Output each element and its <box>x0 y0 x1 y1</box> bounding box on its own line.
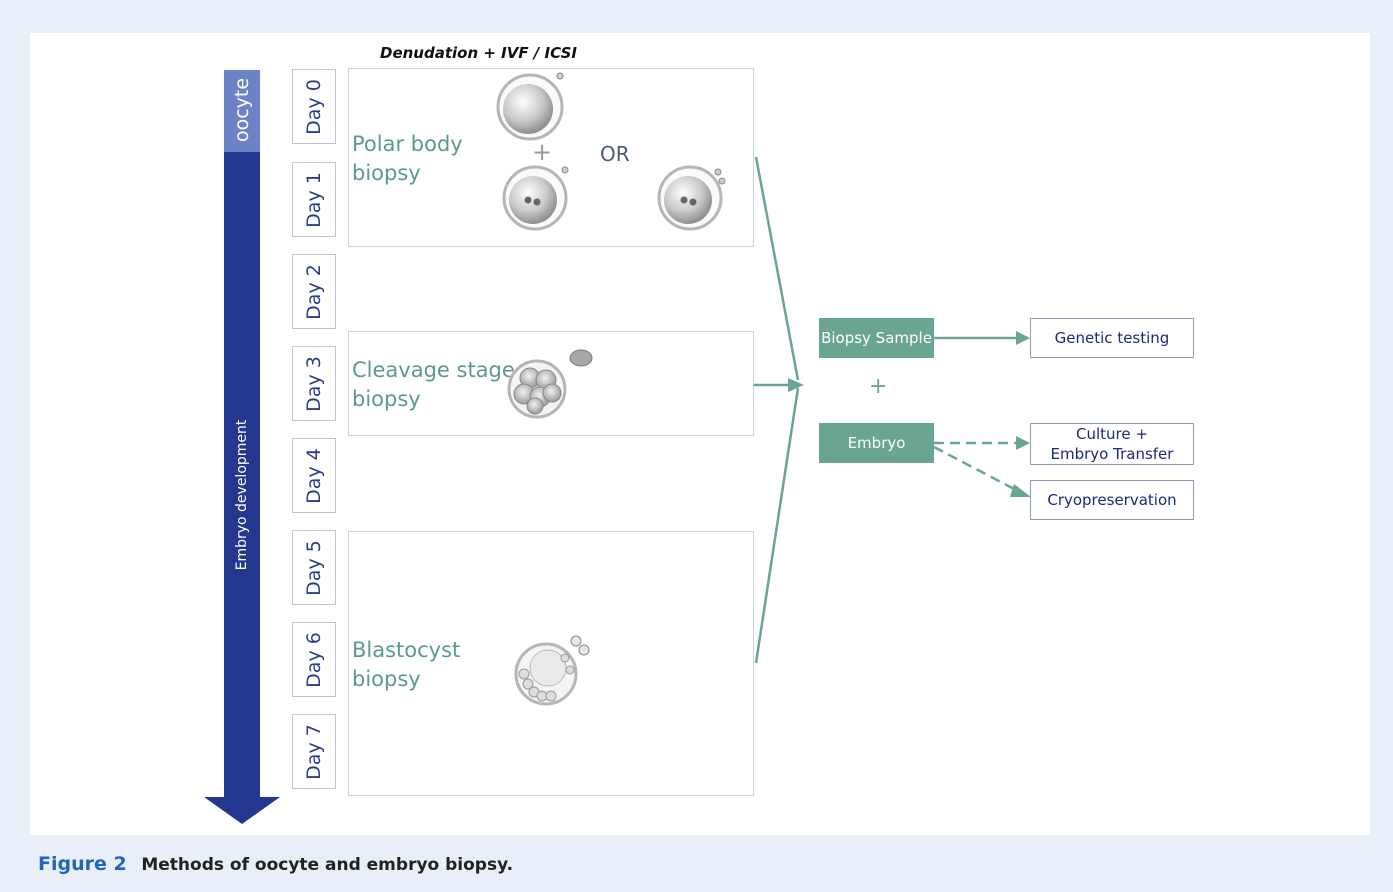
day-1-box: Day 1 <box>292 162 336 237</box>
culture-transfer-arrow <box>934 436 1030 450</box>
day-2-box: Day 2 <box>292 254 336 329</box>
day-7-box: Day 7 <box>292 714 336 789</box>
biopsy-sample-box: Biopsy Sample <box>819 318 934 358</box>
cleavage-stage-label: Cleavage stage biopsy <box>352 358 515 411</box>
oocyte-bar <box>224 70 260 152</box>
genetic-testing-arrow <box>934 331 1030 345</box>
blastocyst-illustration <box>514 635 590 706</box>
cleavage-embryo-illustration <box>507 349 593 419</box>
day-3-box: Day 3 <box>292 346 336 421</box>
zygote-two-polar-bodies-illustration <box>657 165 726 231</box>
timeline-arrow <box>204 70 280 824</box>
plus-sign: + <box>869 374 888 399</box>
figure-number: Figure 2 <box>38 853 127 875</box>
or-label: OR <box>600 142 630 166</box>
timeline-arrowhead <box>204 797 280 824</box>
caption-text: Methods of oocyte and embryo biopsy. <box>141 855 514 875</box>
genetic-testing-box: Genetic testing <box>1030 318 1194 358</box>
cryopreservation-arrow <box>933 445 1031 497</box>
procedure-header: Denudation + IVF / ICSI <box>380 44 577 62</box>
embryo-bar <box>224 152 260 797</box>
convergence-lines <box>754 156 800 664</box>
polar-body-label: Polar body biopsy <box>352 132 463 185</box>
zygote-illustration <box>502 165 569 231</box>
blastocyst-label: Blastocyst biopsy <box>352 638 461 691</box>
cryopreservation-box: Cryopreservation <box>1030 480 1194 520</box>
day-4-box: Day 4 <box>292 438 336 513</box>
culture-transfer-box: Culture + Embryo Transfer <box>1030 423 1194 465</box>
figure-caption: Figure 2 Methods of oocyte and embryo bi… <box>38 853 513 875</box>
day-0-box: Day 0 <box>292 69 336 144</box>
day-6-box: Day 6 <box>292 622 336 697</box>
convergence-arrowhead <box>788 378 804 392</box>
oocyte-illustration <box>496 72 564 141</box>
plus-sign: + <box>532 138 553 166</box>
day-5-box: Day 5 <box>292 530 336 605</box>
embryo-box: Embryo <box>819 423 934 463</box>
